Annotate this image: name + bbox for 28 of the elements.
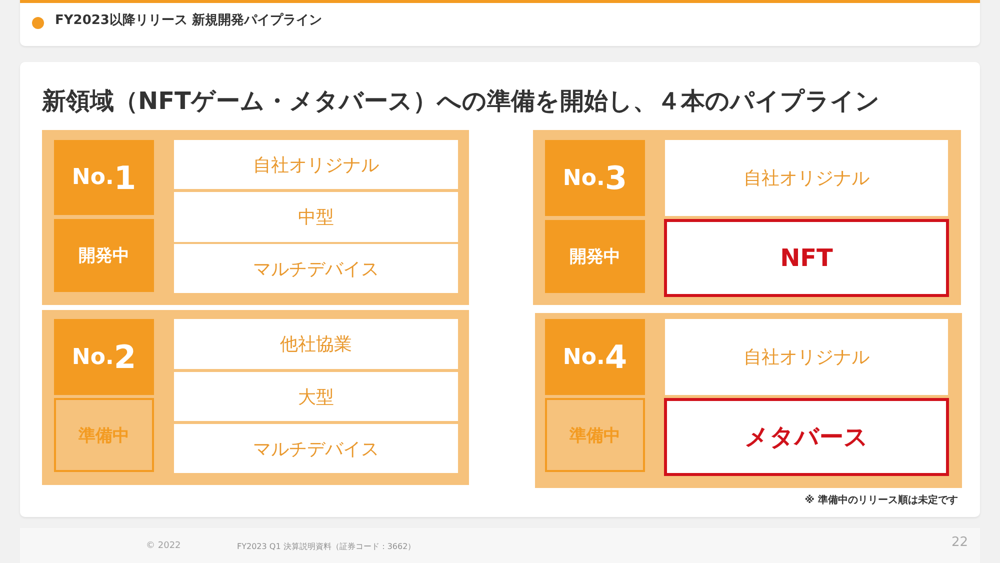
status-tile: 開発中: [54, 219, 154, 292]
section-heading: FY2023以降リリース 新規開発パイプライン: [55, 13, 322, 29]
attribute-box: マルチデバイス: [174, 424, 458, 473]
number-tile: No.3: [545, 140, 645, 216]
footnote: ※ 準備中のリリース順は未定です: [804, 495, 958, 507]
attribute-box: 他社協業: [174, 319, 458, 369]
pipeline-panel: [42, 310, 469, 485]
pipeline-panel: [42, 130, 469, 305]
attribute-box: 自社オリジナル: [665, 140, 948, 216]
number-tile: No.4: [545, 319, 645, 395]
pipeline-panel: [533, 130, 961, 305]
attribute-box: 大型: [174, 372, 458, 421]
highlight-box: NFT: [664, 219, 949, 297]
pipeline-panel: [535, 313, 962, 488]
footer-text: FY2023 Q1 決算説明資料（証券コード：3662）: [237, 542, 416, 552]
highlight-box: メタバース: [664, 398, 949, 476]
status-tile: 開発中: [545, 220, 645, 293]
status-tile: 準備中: [54, 398, 154, 472]
copyright-text: © 2022: [146, 541, 181, 552]
slide-title: 新領域（NFTゲーム・メタバース）への準備を開始し、４本のパイプライン: [42, 86, 880, 116]
status-tile: 準備中: [545, 398, 645, 472]
number-tile: No.2: [54, 319, 154, 395]
attribute-box: マルチデバイス: [174, 244, 458, 293]
page-number: 22: [951, 535, 968, 551]
number-tile: No.1: [54, 140, 154, 215]
attribute-box: 自社オリジナル: [665, 319, 948, 395]
attribute-box: 自社オリジナル: [174, 140, 458, 189]
attribute-box: 中型: [174, 192, 458, 242]
